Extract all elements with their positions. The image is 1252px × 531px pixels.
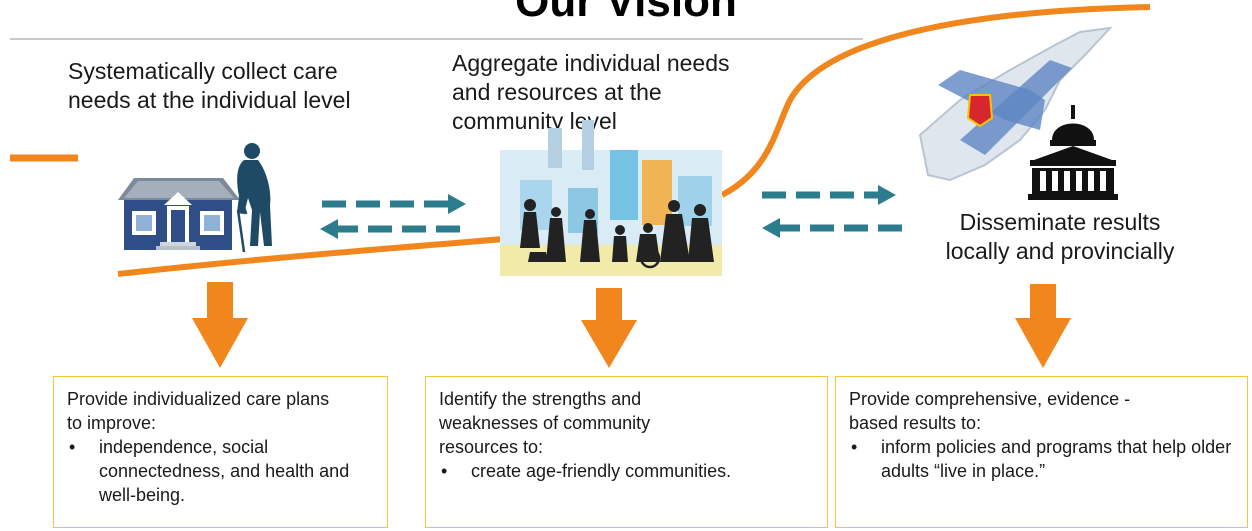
teal-arrow-right-1 xyxy=(322,194,466,214)
step-individual-text: Systematically collect care needs at the… xyxy=(68,57,398,115)
outcome-box-individual: Provide individualized care plans to imp… xyxy=(53,376,388,528)
orange-down-arrow-2 xyxy=(581,288,637,368)
step-line: Disseminate results xyxy=(959,209,1161,235)
teal-arrow-left-1 xyxy=(320,219,466,239)
step-line: Aggregate individual needs xyxy=(452,50,730,76)
box-intro: Provide comprehensive, evidence - xyxy=(849,389,1131,409)
box-intro: to improve: xyxy=(67,413,157,433)
step-community-text: Aggregate individual needs and resources… xyxy=(452,49,782,136)
elderly-person-icon xyxy=(236,143,272,253)
orange-curve-top xyxy=(720,4,1151,198)
outcome-box-provincial: Provide comprehensive, evidence - based … xyxy=(835,376,1248,528)
box-intro: Provide individualized care plans xyxy=(67,389,330,409)
box-intro: Identify the strengths and xyxy=(439,389,642,409)
community-crowd-illustration xyxy=(500,120,722,276)
box-bullet-list: create age-friendly communities. xyxy=(439,459,813,483)
nova-scotia-map-icon xyxy=(918,26,1113,182)
step-line: locally and provincially xyxy=(945,238,1175,264)
step-line: and resources at the xyxy=(452,79,662,105)
box-bullet: independence, social connectedness, and … xyxy=(67,435,373,507)
title-divider xyxy=(10,38,863,40)
government-building-icon xyxy=(1028,105,1118,200)
box-bullet-list: inform policies and programs that help o… xyxy=(849,435,1233,483)
outcome-box-community: Identify the strengths and weaknesses of… xyxy=(425,376,828,528)
orange-down-arrow-3 xyxy=(1015,284,1071,368)
box-bullet-list: independence, social connectedness, and … xyxy=(67,435,373,507)
box-bullet: inform policies and programs that help o… xyxy=(849,435,1233,483)
step-dissemination-text: Disseminate results locally and provinci… xyxy=(895,208,1225,266)
orange-down-arrow-1 xyxy=(192,282,248,368)
box-intro: resources to: xyxy=(439,437,544,457)
teal-arrow-right-2 xyxy=(762,185,896,205)
box-intro: weaknesses of community xyxy=(439,413,651,433)
box-intro: based results to: xyxy=(849,413,982,433)
teal-arrow-left-2 xyxy=(762,218,906,238)
page-title: Our Vision xyxy=(515,0,737,26)
step-line: needs at the individual level xyxy=(68,87,351,113)
step-line: Systematically collect care xyxy=(68,58,338,84)
house-icon xyxy=(118,178,240,250)
box-bullet: create age-friendly communities. xyxy=(439,459,813,483)
orange-curve-bottom xyxy=(117,233,541,277)
